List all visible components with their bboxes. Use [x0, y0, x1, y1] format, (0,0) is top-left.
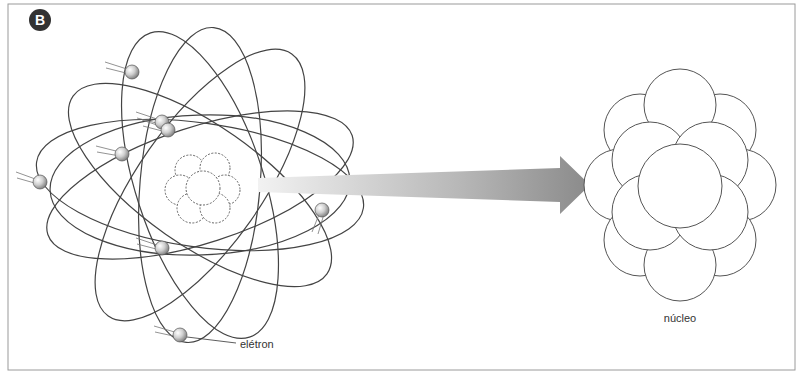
electrons [16, 62, 329, 342]
zoom-arrow [258, 156, 590, 214]
frame [8, 4, 795, 370]
small-nucleus [165, 153, 240, 223]
part-label: núcleo [664, 312, 696, 325]
large-nucleus [584, 69, 776, 301]
part-label: elétron [240, 338, 274, 351]
leader-line [187, 337, 236, 343]
panel-letter: B [35, 12, 45, 28]
badge-circle [29, 9, 51, 31]
